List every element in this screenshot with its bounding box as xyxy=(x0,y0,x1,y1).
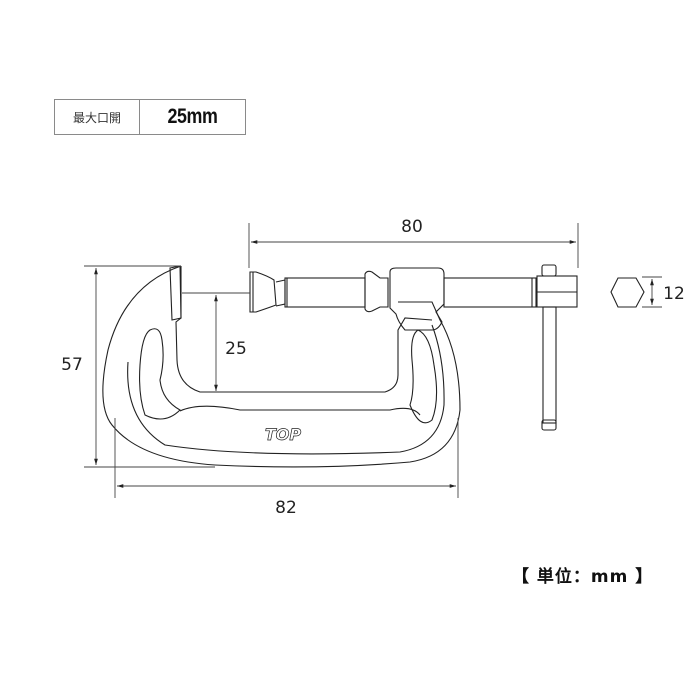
spec-table: 最大口開 25mm xyxy=(54,99,246,135)
dim-jaw-opening: 25 xyxy=(225,339,247,359)
spec-value-max-opening: 25mm xyxy=(167,105,218,128)
frame-cutout-left xyxy=(139,328,181,420)
frame-outer xyxy=(102,265,461,468)
hex-section xyxy=(610,277,645,308)
dim-frame-height: 57 xyxy=(61,355,83,375)
top-logo: TOP xyxy=(265,425,302,444)
t-handle-bar xyxy=(542,306,557,424)
unit-note: 【 単位：mm 】 xyxy=(512,567,654,587)
frame-boss xyxy=(389,267,445,331)
frame-cutout-right xyxy=(409,329,438,424)
screw-shaft xyxy=(284,277,366,308)
dim-overall-length: 80 xyxy=(401,217,423,237)
swivel-pad xyxy=(249,271,277,313)
spec-label-max-opening: 最大口開 xyxy=(55,100,140,134)
fixed-jaw xyxy=(169,265,182,321)
frame-inner xyxy=(175,266,433,393)
dim-hex-size: 12 xyxy=(663,284,685,304)
dim-frame-width: 82 xyxy=(275,498,297,518)
